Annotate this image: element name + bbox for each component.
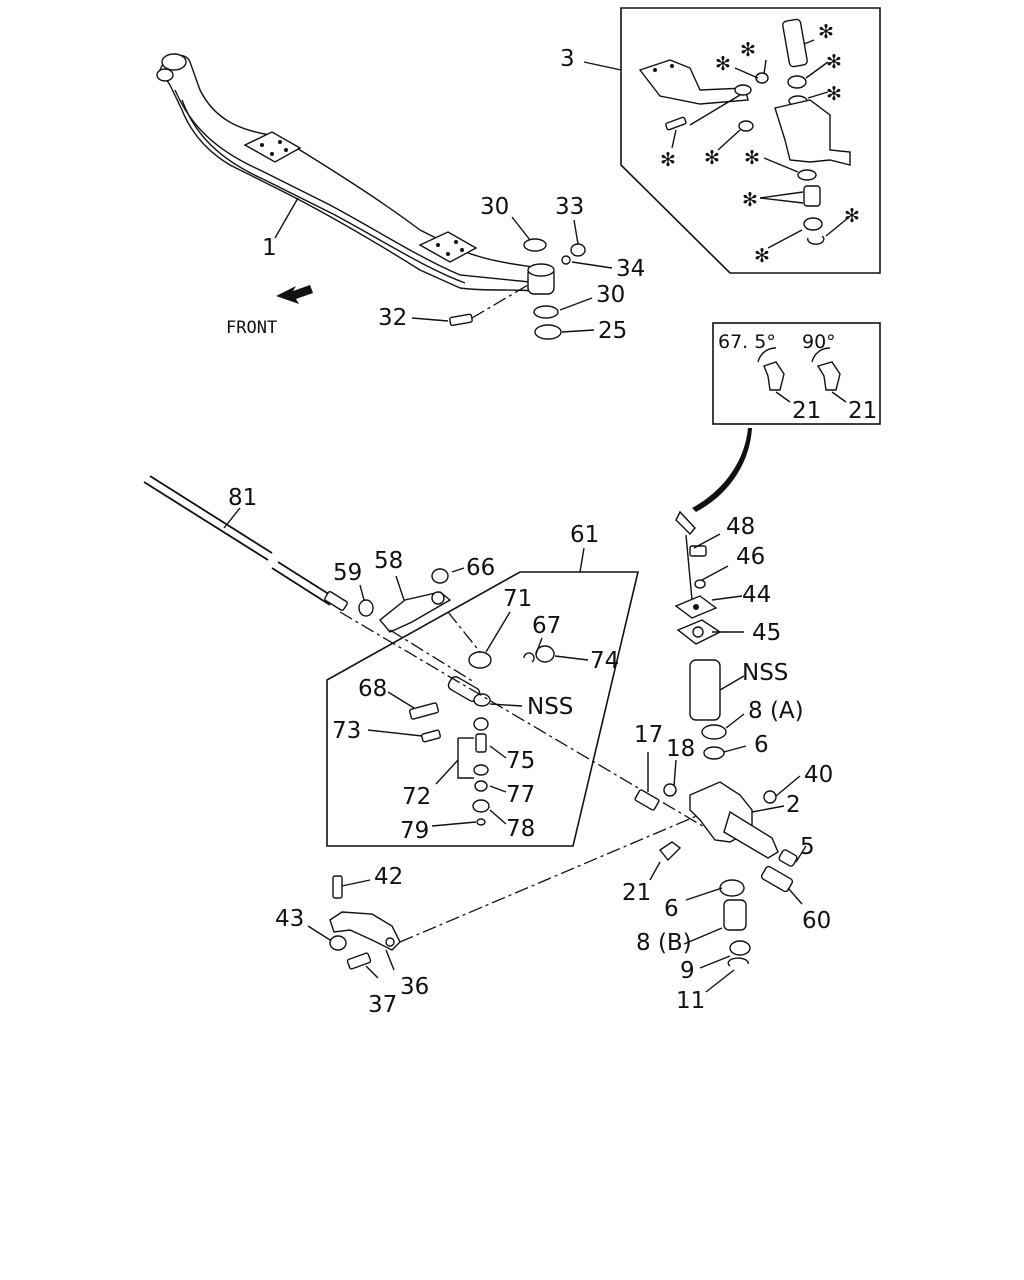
asterisk-10: ✻ xyxy=(844,205,860,227)
callout-68: 68 xyxy=(358,676,387,702)
axle-beam xyxy=(156,53,555,295)
callout-8a: 8 (A) xyxy=(748,698,804,724)
asterisk-7: ✻ xyxy=(704,147,720,169)
grease-nipple-inset: 67. 5° 90° 21 21 xyxy=(692,322,881,512)
tie-rod-arm: 42 43 36 37 xyxy=(275,864,429,1018)
callout-58: 58 xyxy=(374,548,403,574)
callout-6-top: 6 xyxy=(754,732,769,758)
callout-59: 59 xyxy=(333,560,362,586)
callout-6-bottom: 6 xyxy=(664,896,679,922)
callout-17: 17 xyxy=(634,722,663,748)
callout-60: 60 xyxy=(802,908,831,934)
callout-79: 79 xyxy=(400,818,429,844)
callout-61: 61 xyxy=(570,522,599,548)
callout-1: 1 xyxy=(262,235,277,261)
callout-42: 42 xyxy=(374,864,403,890)
asterisk-3: ✻ xyxy=(715,53,731,75)
asterisk-6: ✻ xyxy=(660,149,676,171)
callout-48: 48 xyxy=(726,514,755,540)
callout-37: 37 xyxy=(368,992,397,1018)
callout-8b: 8 (B) xyxy=(636,930,692,956)
callout-11: 11 xyxy=(676,988,705,1014)
knuckle-assembly: 48 46 44 45 NSS 8 (A) 6 40 2 17 18 21 5 … xyxy=(622,510,833,1014)
inset-angle-right: 90° xyxy=(802,331,836,353)
callout-21-inset-right: 21 xyxy=(848,398,877,424)
callout-45: 45 xyxy=(752,620,781,646)
callout-46: 46 xyxy=(736,544,765,570)
callout-2: 2 xyxy=(786,792,801,818)
callout-71: 71 xyxy=(503,586,532,612)
asterisk-11: ✻ xyxy=(754,245,770,267)
callout-36: 36 xyxy=(400,974,429,1000)
kit-inset: 3 ✻ ✻ ✻ ✻ ✻ ✻ ✻ ✻ ✻ ✻ xyxy=(560,7,881,274)
inset-angle-left: 67. 5° xyxy=(718,331,776,353)
callout-21-inset-left: 21 xyxy=(792,398,821,424)
callout-73: 73 xyxy=(332,718,361,744)
callout-78: 78 xyxy=(506,816,535,842)
callout-21-knuckle: 21 xyxy=(622,880,651,906)
front-arrow-icon xyxy=(276,285,313,304)
callout-30-bottom: 30 xyxy=(596,282,625,308)
callout-77: 77 xyxy=(506,782,535,808)
asterisk-1: ✻ xyxy=(818,21,834,43)
asterisk-4: ✻ xyxy=(826,51,842,73)
callout-9: 9 xyxy=(680,958,695,984)
callout-40: 40 xyxy=(804,762,833,788)
callout-30-top: 30 xyxy=(480,194,509,220)
callout-34: 34 xyxy=(616,256,645,282)
callout-nss-arm: NSS xyxy=(527,694,573,720)
asterisk-9: ✻ xyxy=(742,189,758,211)
drag-link-81: 81 xyxy=(143,475,348,612)
callout-nss-knuckle: NSS xyxy=(742,660,788,686)
callout-44: 44 xyxy=(742,582,771,608)
axle-end-parts xyxy=(449,238,586,340)
front-label: FRONT xyxy=(226,318,277,338)
asterisk-5: ✻ xyxy=(826,83,842,105)
steering-arm-group-61: 61 58 59 xyxy=(326,522,640,847)
callout-25: 25 xyxy=(598,318,627,344)
asterisk-2: ✻ xyxy=(740,39,756,61)
callout-72: 72 xyxy=(402,784,431,810)
callout-3: 3 xyxy=(560,46,575,72)
callout-66: 66 xyxy=(466,555,495,581)
callout-67: 67 xyxy=(532,613,561,639)
callout-43: 43 xyxy=(275,906,304,932)
callout-81: 81 xyxy=(228,485,257,511)
callout-74: 74 xyxy=(590,648,619,674)
callout-32: 32 xyxy=(378,305,407,331)
callout-75: 75 xyxy=(506,748,535,774)
asterisk-8: ✻ xyxy=(744,147,760,169)
callout-5: 5 xyxy=(800,834,815,860)
callout-33: 33 xyxy=(555,194,584,220)
callout-18: 18 xyxy=(666,736,695,762)
